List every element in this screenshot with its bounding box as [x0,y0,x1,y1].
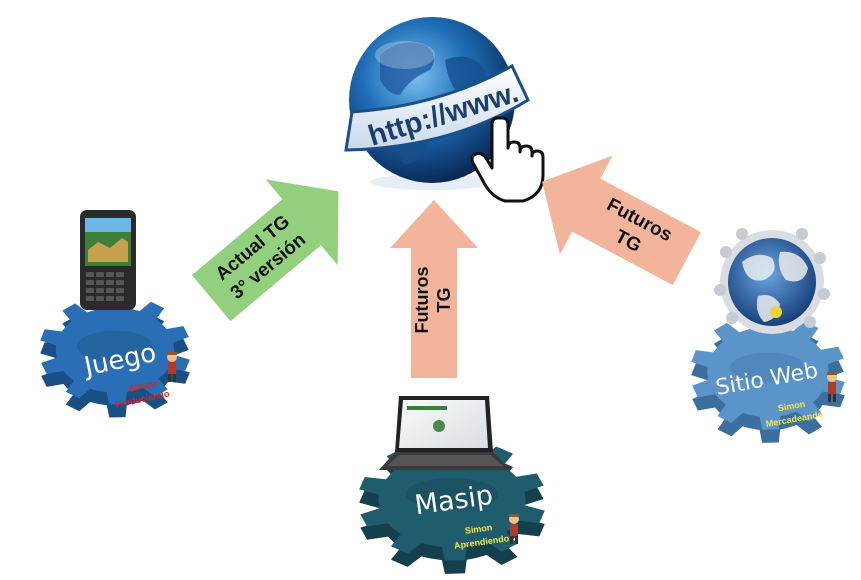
arrow-futuros-center: Futuros TG [390,200,478,378]
url-ribbon [344,63,530,152]
gear-web-sub1: Simon [777,399,806,414]
gear-masip-sub1: Simon [464,522,493,536]
character-icon [827,372,837,402]
arrow-center-line2: TG [434,288,454,313]
puzzle-globe-icon [714,228,830,334]
gear-juego: Juego Simon Produciendo [40,210,190,418]
arrow-actual-tg: Actual TG 3° versión [191,179,339,322]
globe-illustration: http://www. [344,17,545,203]
character-icon [167,352,177,382]
character-icon [509,514,519,544]
arrow-center-line1: Futuros [412,267,432,334]
phone-icon [80,210,136,310]
gear-sitio-web: Sitio Web Simon Mercadeando [691,228,845,443]
laptop-icon [379,396,511,470]
hand-cursor-icon [470,116,545,203]
gear-masip: Masip Simon Aprendiendo [359,396,545,574]
arrow-futuros-right: Futuros TG [542,155,701,286]
